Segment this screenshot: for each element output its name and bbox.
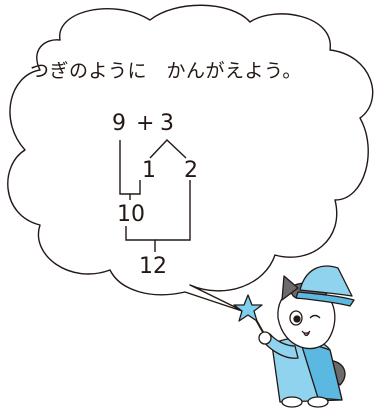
wizard-hat-brim [295, 291, 355, 307]
prompt-text: つぎのように かんがえよう。 [30, 60, 302, 82]
line-one-to-ten [129, 180, 141, 200]
star-icon [233, 294, 263, 322]
result-number: 12 [139, 254, 167, 279]
diagram-lines [119, 139, 191, 252]
line-three-split [149, 139, 187, 159]
partial-sum: 10 [117, 202, 145, 227]
expr-plus-sign: + [136, 111, 155, 136]
cat-ear-left [281, 275, 299, 301]
wizard-hat [299, 265, 353, 297]
cat-tongue [303, 332, 310, 337]
line-nine-to-ten [119, 140, 130, 195]
cat-wizard [233, 265, 355, 408]
split-left-number: 1 [142, 158, 156, 183]
cat-eye-right-wink [309, 314, 321, 319]
cat-paw [258, 331, 272, 345]
cat-pupil-left [293, 315, 301, 323]
speech-bubble [7, 4, 374, 313]
split-right-number: 2 [184, 158, 198, 183]
expr-first-number: 9 [112, 111, 126, 136]
expr-second-number: 3 [160, 111, 174, 136]
line-two-to-twelve [155, 180, 191, 241]
cat-foot-right [307, 396, 329, 408]
line-ten-to-twelve [125, 226, 156, 252]
cat-foot-left [281, 396, 303, 408]
